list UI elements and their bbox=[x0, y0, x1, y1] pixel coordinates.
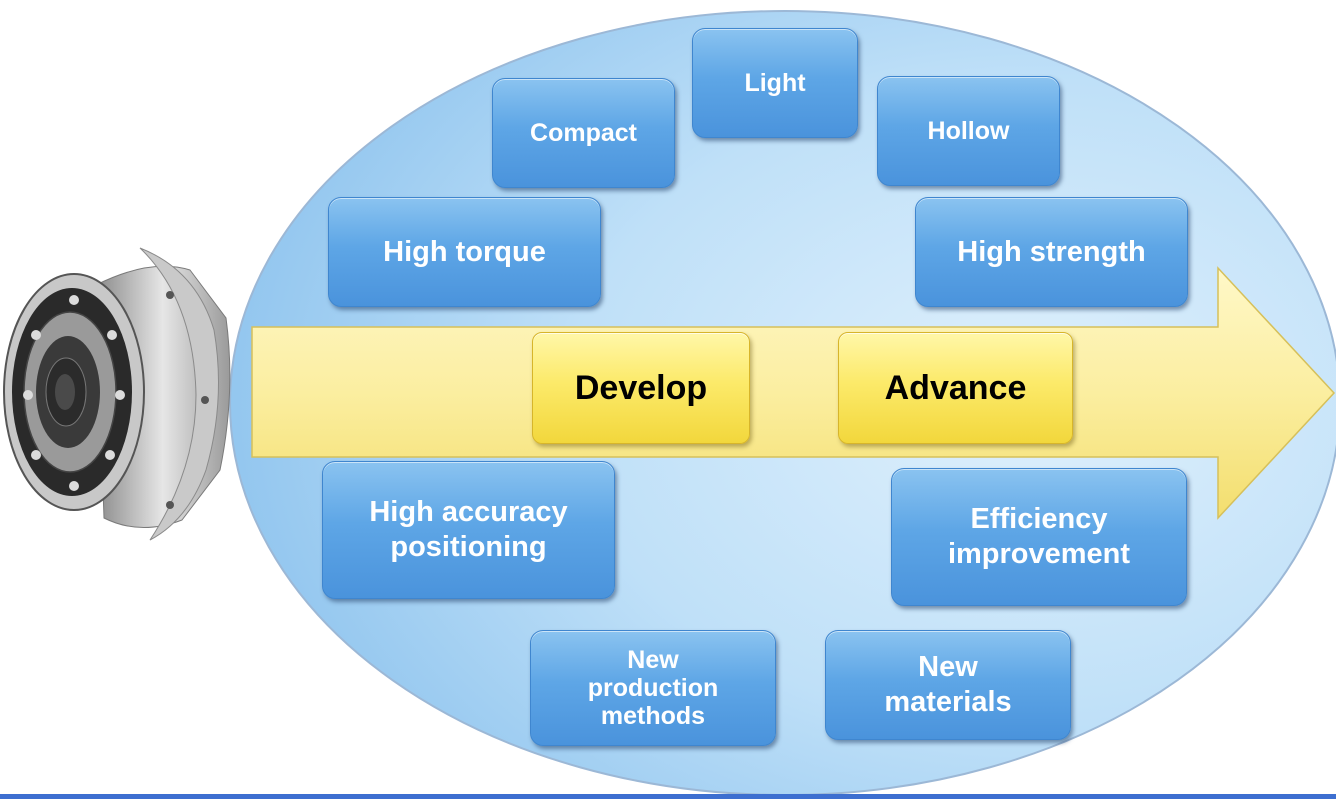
feature-high-strength: High strength bbox=[915, 197, 1188, 307]
feature-new-materials: New materials bbox=[825, 630, 1071, 740]
feature-new-production-methods: New production methods bbox=[530, 630, 776, 746]
bottom-divider-bar bbox=[0, 794, 1336, 799]
feature-high-torque: High torque bbox=[328, 197, 601, 307]
feature-efficiency-improvement: Efficiency improvement bbox=[891, 468, 1187, 606]
feature-light: Light bbox=[692, 28, 858, 138]
actuator-product-image bbox=[3, 247, 231, 541]
progress-arrow bbox=[251, 266, 1336, 520]
develop-label: Develop bbox=[532, 332, 750, 444]
advance-label: Advance bbox=[838, 332, 1073, 444]
feature-hollow: Hollow bbox=[877, 76, 1060, 186]
feature-high-accuracy-positioning: High accuracy positioning bbox=[322, 461, 615, 599]
feature-compact: Compact bbox=[492, 78, 675, 188]
